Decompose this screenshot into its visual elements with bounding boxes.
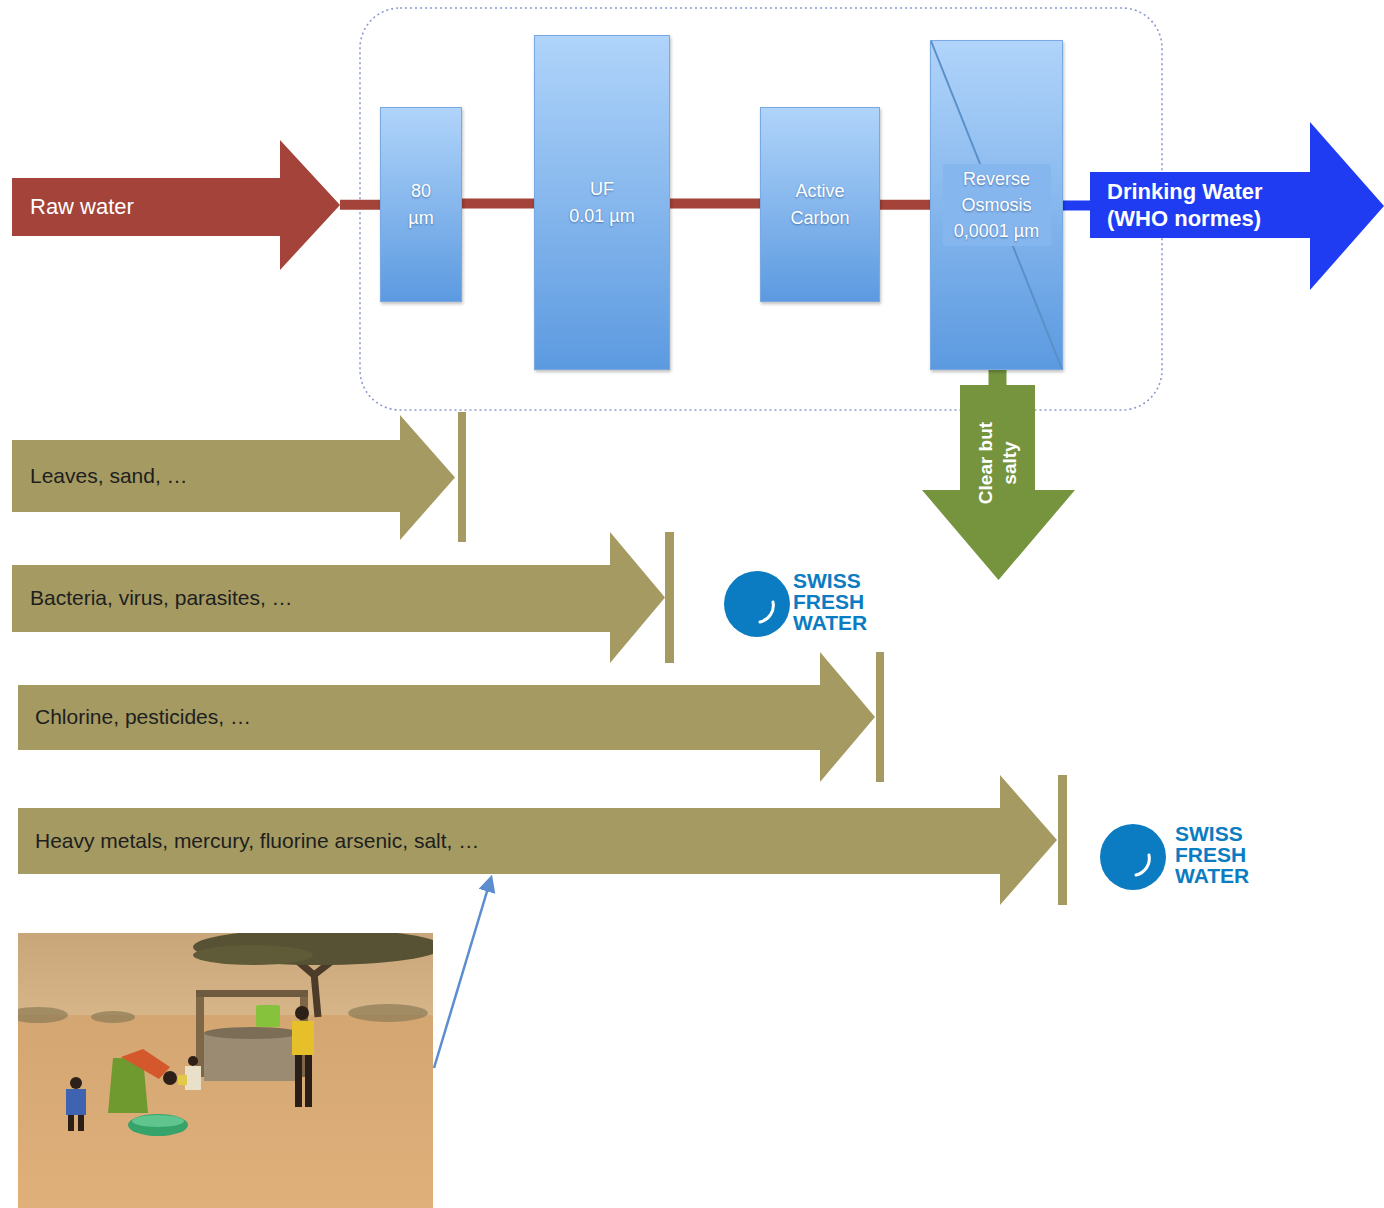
node-text: Heavy metals, mercury, fluorine arsenic,… [35, 828, 479, 854]
node-text: 80 µm [403, 178, 439, 230]
tree-canopy [193, 933, 433, 965]
stop-bar [458, 412, 466, 542]
well-body [204, 1033, 300, 1081]
well-photo [18, 933, 433, 1208]
arrow-shape [12, 140, 340, 270]
child [68, 1115, 74, 1131]
logo-text: SWISS FRESH WATER [1175, 823, 1270, 886]
pipe-connector [989, 370, 1007, 385]
shrub [18, 1007, 68, 1023]
text-holder: Raw water [30, 178, 134, 236]
text-holder: Chlorine, pesticides, … [35, 685, 251, 750]
text-holder: Reverse Osmosis 0,0001 µm [931, 41, 1062, 369]
stop-bar [665, 532, 674, 663]
child [66, 1089, 86, 1115]
arrow-shape [922, 385, 1075, 580]
node-text: Raw water [30, 193, 134, 221]
text-holder: Leaves, sand, … [30, 440, 188, 512]
arrow-shape [12, 532, 665, 663]
photo-ground [18, 1015, 433, 1208]
pipe-connector [880, 200, 930, 210]
pipe-connector [462, 199, 534, 209]
text-holder: Drinking Water (WHO normes) [1107, 172, 1279, 238]
well-beam [196, 990, 308, 997]
removed-arrow: Heavy metals, mercury, fluorine arsenic,… [18, 775, 1057, 905]
node-text: Active Carbon [785, 178, 855, 230]
filter-box: UF0.01 µm [534, 35, 670, 370]
person [163, 1071, 177, 1085]
child [185, 1066, 201, 1090]
removed-arrow: Bacteria, virus, parasites, … [12, 532, 665, 663]
basin [132, 1115, 184, 1127]
filter-box: 80 µm [380, 107, 462, 302]
filter-box: Active Carbon [760, 107, 880, 302]
pipe-connector [670, 199, 760, 209]
text-holder: Heavy metals, mercury, fluorine arsenic,… [35, 808, 479, 874]
removed-arrow: Chlorine, pesticides, … [18, 652, 875, 782]
stop-bar [876, 652, 884, 782]
node-text: 0.01 µm [569, 203, 634, 229]
node-text: Leaves, sand, … [30, 463, 188, 489]
shrub [348, 1004, 428, 1022]
system-boundary [360, 8, 1162, 410]
person [295, 1006, 309, 1020]
person [121, 1049, 170, 1079]
child [188, 1056, 198, 1066]
logo-circle [1100, 824, 1166, 890]
node-text: Bacteria, virus, parasites, … [30, 585, 293, 611]
node-text: Drinking Water (WHO normes) [1107, 178, 1279, 233]
arrow-shape [12, 415, 455, 540]
photo-sky [18, 933, 433, 1208]
arrow-shape [18, 775, 1057, 905]
stop-bar [1058, 775, 1067, 905]
node-text: Chlorine, pesticides, … [35, 704, 251, 730]
membrane-line [931, 41, 1062, 369]
person [292, 1021, 314, 1055]
reject-arrow: Clear but salty [922, 385, 1075, 580]
person [305, 1055, 312, 1107]
text-holder: UF0.01 µm [535, 36, 669, 369]
node-text: Clear but salty [974, 417, 1022, 509]
bucket [256, 1005, 280, 1027]
shrub [91, 1011, 135, 1023]
pipe-connector [1063, 201, 1090, 211]
leader-line [434, 878, 491, 1068]
membrane-box: Reverse Osmosis 0,0001 µm [930, 40, 1063, 370]
well-post [196, 995, 204, 1077]
child [70, 1077, 82, 1089]
text-holder: Bacteria, virus, parasites, … [30, 565, 293, 632]
node-text: Reverse Osmosis 0,0001 µm [943, 164, 1051, 246]
logo-circle [724, 571, 790, 637]
tree-canopy [193, 945, 313, 965]
raw-water-arrow: Raw water [12, 140, 340, 270]
well-rim [204, 1027, 300, 1039]
cup [178, 1075, 187, 1085]
removed-arrow: Leaves, sand, … [12, 415, 455, 540]
node-text: UF [590, 176, 614, 202]
logo-swoosh [1136, 855, 1149, 875]
text-holder: 80 µm [381, 108, 461, 301]
pipe-connector [340, 200, 380, 210]
logo-text: SWISS FRESH WATER [793, 570, 888, 633]
arrow-shape [1090, 122, 1384, 290]
output-arrow: Drinking Water (WHO normes) [1090, 122, 1384, 290]
basin [128, 1114, 188, 1136]
child [78, 1115, 84, 1131]
arrow-shape [18, 652, 875, 782]
logo-swoosh [760, 602, 773, 622]
person [295, 1055, 302, 1107]
text-holder: Active Carbon [761, 108, 879, 301]
